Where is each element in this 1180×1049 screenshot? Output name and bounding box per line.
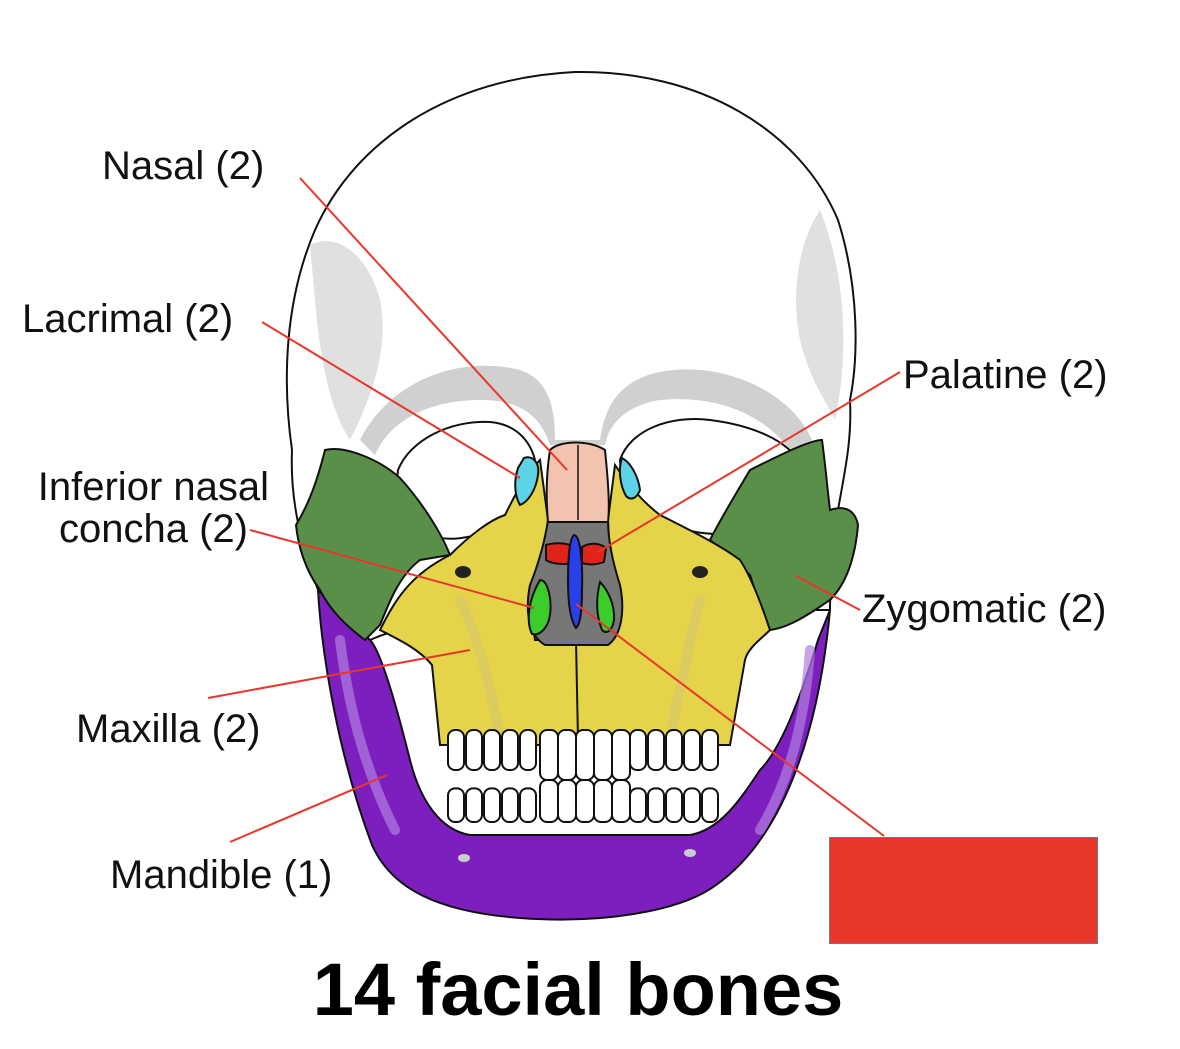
tooth bbox=[557, 729, 577, 781]
tooth bbox=[665, 729, 683, 771]
tooth bbox=[465, 787, 483, 824]
leader-lines bbox=[207, 177, 901, 843]
left-infraorbital-foramen bbox=[455, 566, 471, 578]
leader-line-maxilla bbox=[207, 649, 471, 699]
tooth bbox=[557, 779, 577, 823]
mandible-highlight bbox=[335, 635, 400, 835]
tooth bbox=[483, 787, 501, 824]
mandible-bone bbox=[316, 587, 831, 921]
lower-teeth bbox=[447, 779, 719, 824]
leader-line-palatine bbox=[597, 371, 901, 553]
label-lacrimal: Lacrimal (2) bbox=[22, 297, 234, 341]
inferior-nasal-concha-right bbox=[596, 580, 616, 633]
leader-line-mandible bbox=[229, 774, 388, 843]
inferior-nasal-concha-left bbox=[527, 578, 552, 636]
tooth bbox=[647, 729, 665, 771]
tooth bbox=[593, 729, 613, 781]
label-palatine: Palatine (2) bbox=[903, 353, 1108, 397]
tooth bbox=[701, 787, 719, 824]
redacted-label-box bbox=[829, 837, 1098, 944]
tooth bbox=[611, 729, 631, 781]
right-infraorbital-foramen bbox=[692, 566, 708, 578]
leader-line-vomer bbox=[575, 603, 885, 837]
tooth bbox=[575, 729, 595, 781]
leader-line-zygomatic bbox=[795, 575, 861, 611]
tooth bbox=[465, 729, 483, 771]
maxilla-suture bbox=[575, 639, 579, 741]
lacrimal-right bbox=[618, 456, 642, 500]
tooth bbox=[701, 729, 719, 771]
tooth bbox=[629, 729, 647, 771]
lacrimal-left bbox=[514, 456, 540, 507]
tooth bbox=[501, 729, 519, 771]
diagram-title: 14 facial bones bbox=[312, 948, 844, 1031]
tooth bbox=[629, 787, 647, 824]
maxilla-shade bbox=[455, 595, 505, 740]
tooth bbox=[575, 779, 595, 823]
maxilla-shade-right bbox=[665, 595, 705, 740]
tooth bbox=[539, 729, 559, 781]
leader-line-nasal bbox=[299, 177, 568, 471]
cranium-shade-right bbox=[796, 210, 844, 420]
tooth bbox=[683, 787, 701, 824]
label-mandible: Mandible (1) bbox=[110, 853, 333, 897]
tooth bbox=[501, 787, 519, 824]
tooth bbox=[593, 779, 613, 823]
tooth bbox=[665, 787, 683, 824]
tooth bbox=[519, 787, 537, 824]
zygomatic-left bbox=[294, 448, 452, 642]
label-maxilla: Maxilla (2) bbox=[76, 707, 261, 751]
tooth bbox=[519, 729, 537, 771]
cranium-shade-left bbox=[310, 241, 383, 440]
tooth bbox=[647, 787, 665, 824]
vomer-bone bbox=[566, 533, 584, 630]
label-inferior-nasal-concha-line2: concha (2) bbox=[59, 507, 248, 551]
tooth bbox=[447, 787, 465, 824]
leader-line-inferior-nasal-concha bbox=[249, 529, 535, 609]
palatine-right bbox=[581, 542, 608, 566]
left-mental-foramen bbox=[458, 854, 470, 862]
brow-shade bbox=[360, 365, 812, 455]
tooth bbox=[447, 729, 465, 771]
label-nasal: Nasal (2) bbox=[102, 144, 265, 188]
tooth bbox=[483, 729, 501, 771]
mandible-highlight-right bbox=[755, 645, 815, 835]
upper-teeth bbox=[447, 729, 719, 781]
label-zygomatic: Zygomatic (2) bbox=[862, 587, 1107, 631]
right-mental-foramen bbox=[684, 849, 696, 857]
tooth bbox=[683, 729, 701, 771]
label-inferior-nasal-concha-line1: Inferior nasal bbox=[37, 465, 269, 509]
tooth bbox=[539, 779, 559, 823]
tooth bbox=[611, 779, 631, 823]
leader-line-lacrimal bbox=[261, 321, 521, 479]
